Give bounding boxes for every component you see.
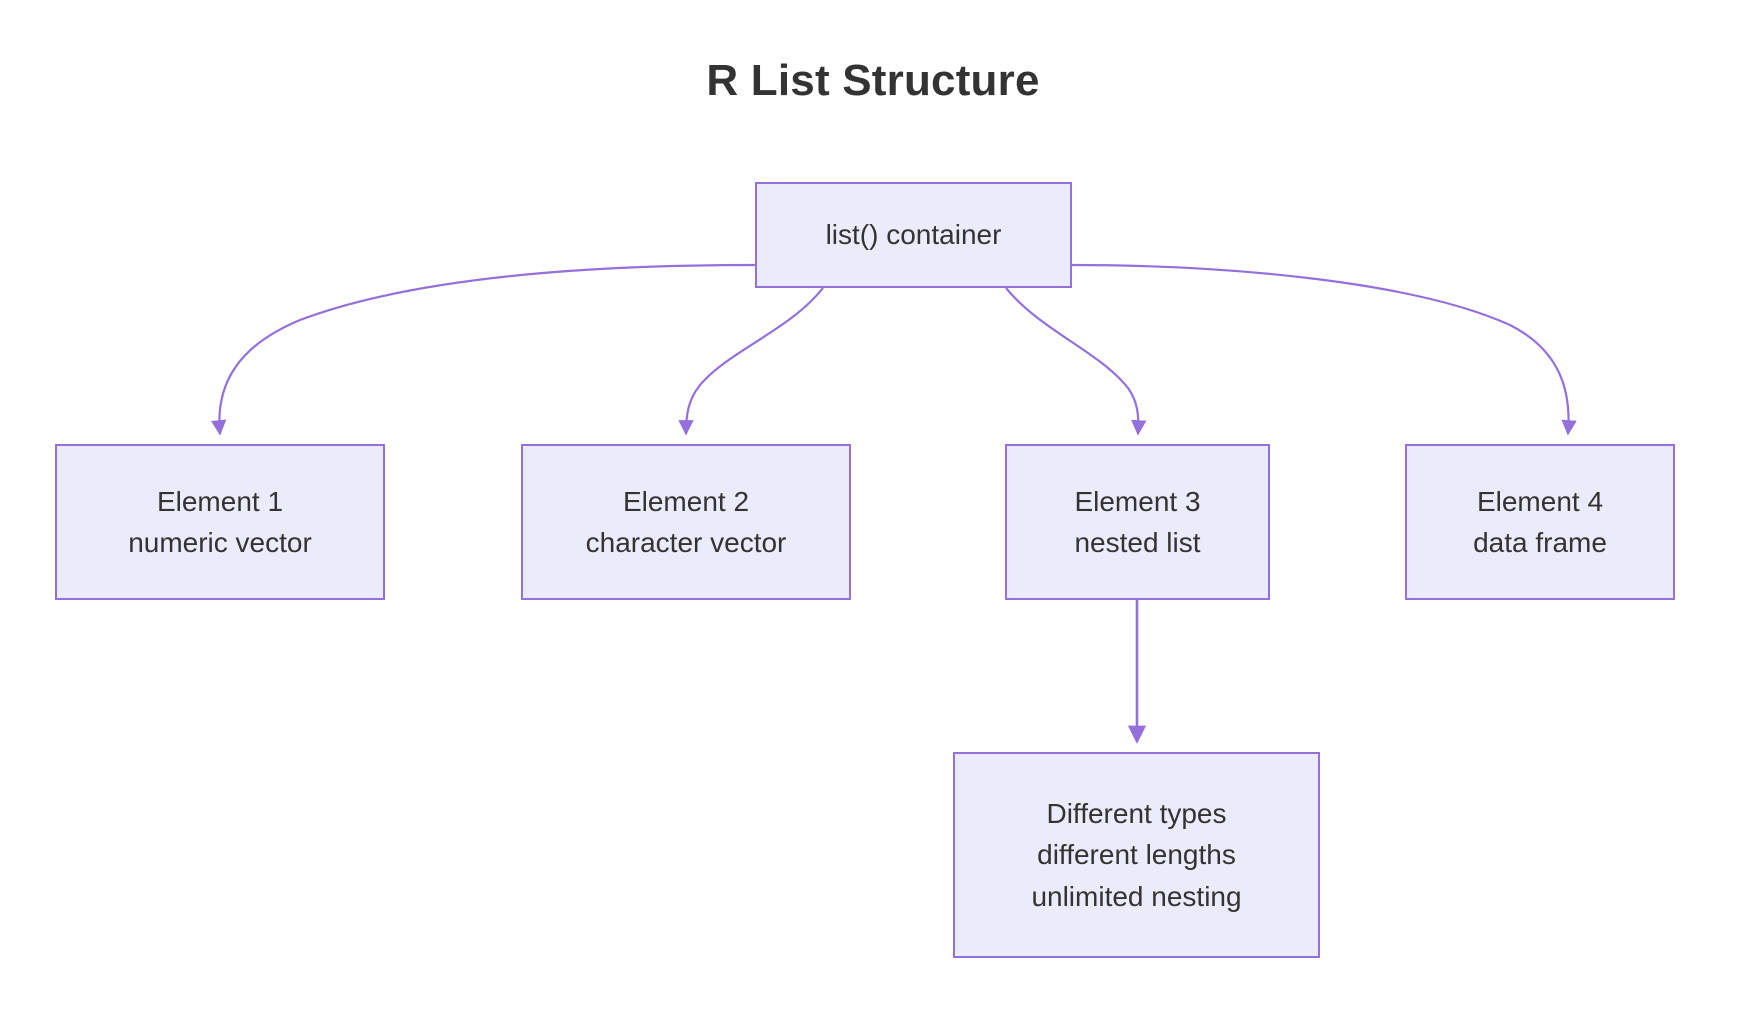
edge-root-to-element1	[211, 263, 756, 436]
node-note-properties[interactable]: Different types different lengths unlimi…	[953, 752, 1320, 958]
node-element-1-subtitle: numeric vector	[128, 527, 312, 558]
node-element-2[interactable]: Element 2 character vector	[521, 444, 851, 600]
node-list-container-label: list() container	[825, 219, 1002, 251]
edge-root-to-element4	[1071, 263, 1577, 436]
edge-root-to-element3	[1005, 287, 1147, 436]
node-element-1-title: Element 1	[156, 485, 284, 517]
node-element-4-subtitle: data frame	[1473, 527, 1607, 558]
node-element-1[interactable]: Element 1 numeric vector	[55, 444, 385, 600]
edge-root-to-element2	[678, 287, 824, 436]
node-element-3-subtitle: nested list	[1074, 527, 1201, 558]
page-title: R List Structure	[706, 56, 1040, 105]
node-element-2-subtitle: character vector	[585, 527, 787, 558]
node-element-2-title: Element 2	[622, 485, 750, 517]
node-note-line-2: different lengths	[1037, 839, 1236, 871]
node-list-container[interactable]: list() container	[755, 182, 1072, 288]
node-element-4-title: Element 4	[1476, 485, 1604, 517]
node-note-line-1: Different types	[1046, 797, 1227, 829]
node-element-3[interactable]: Element 3 nested list	[1005, 444, 1270, 600]
node-note-line-3: unlimited nesting	[1031, 880, 1242, 912]
node-element-3-title: Element 3	[1074, 485, 1201, 517]
node-element-4[interactable]: Element 4 data frame	[1405, 444, 1675, 600]
